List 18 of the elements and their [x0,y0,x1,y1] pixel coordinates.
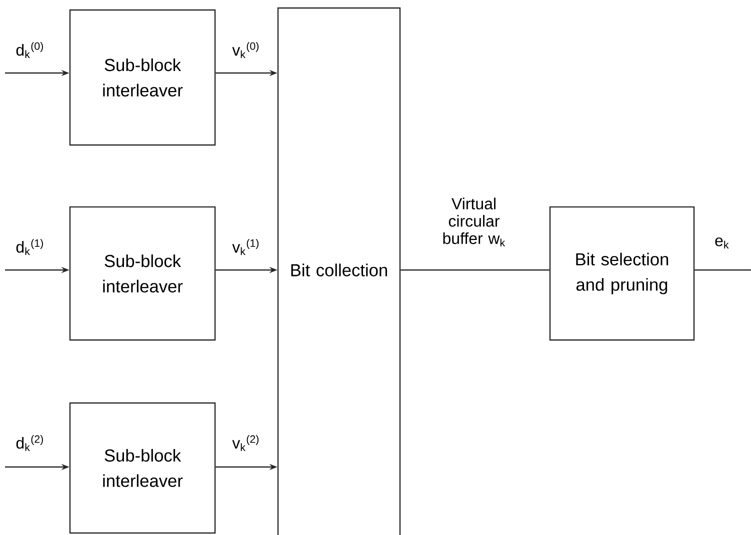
edge-label: d$_{k}$(0) [16,42,43,58]
box-text: Sub-block interleaver [103,448,183,488]
edge-label: e$_{k}$ [715,237,729,248]
process-box [549,206,695,341]
edge-label: d$_{k}$(1) [16,239,43,255]
box-text: Sub-block interleaver [103,58,183,97]
box-text: Bit collection [291,264,387,276]
edge-label: v$_{k}$(1) [232,239,259,255]
edge-label: Virtual circular buffer w$_{k}$ [443,198,506,246]
process-box [277,7,401,535]
box-text: Bit selection and pruning [576,252,668,294]
edge-label: d$_{k}$(2) [16,435,43,451]
edge-label: v$_{k}$(0) [232,42,259,58]
process-box [69,9,216,146]
process-box [69,402,216,534]
process-box [69,206,216,341]
box-text: Sub-block interleaver [103,254,183,293]
edge-label: v$_{k}$(2) [232,435,259,451]
